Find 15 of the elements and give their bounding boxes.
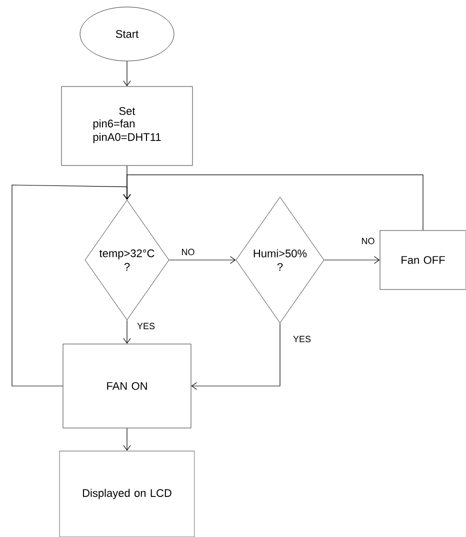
edge-label: NO [360, 236, 376, 246]
arrow [168, 256, 236, 264]
arrow [123, 320, 131, 344]
arrow [324, 256, 380, 264]
edge-label: YES [292, 334, 312, 344]
process-box: FAN ON [62, 344, 192, 428]
edge-label: NO [180, 248, 196, 256]
arrow [123, 428, 131, 451]
arrow [12, 184, 131, 386]
arrow [191, 322, 280, 390]
arrow [123, 60, 131, 86]
process-box: Set pin6=fan pinA0=DHT11 [61, 86, 193, 166]
edge-label: YES [136, 322, 156, 330]
process-box: Displayed on LCD [59, 450, 195, 537]
process-box: Fan OFF [380, 230, 466, 290]
